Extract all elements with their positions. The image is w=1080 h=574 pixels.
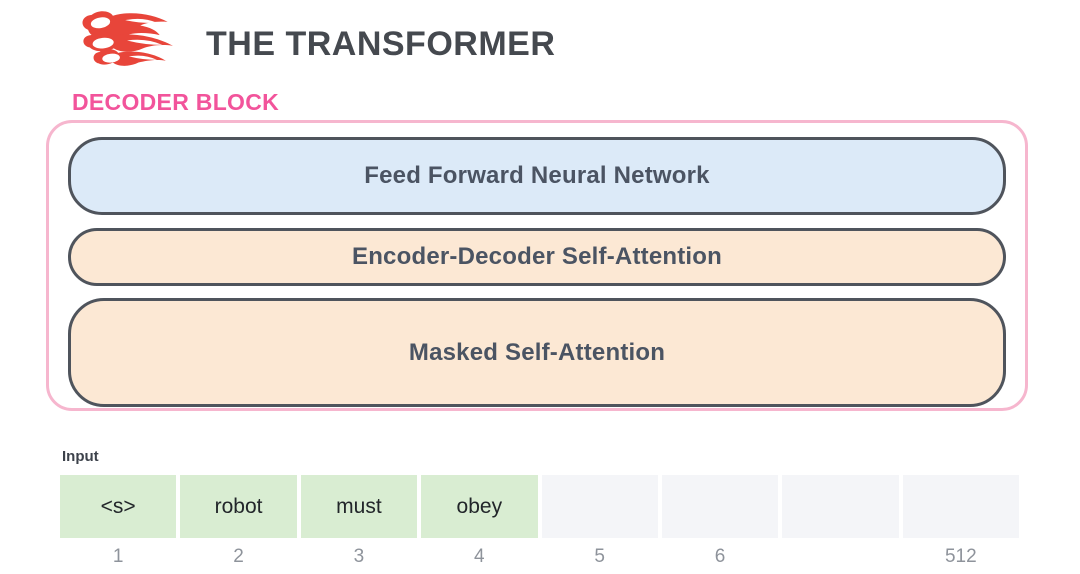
token-cell (782, 475, 899, 538)
position-label: 2 (233, 546, 244, 567)
token-cell: robot (180, 475, 297, 538)
page-title: THE TRANSFORMER (206, 24, 556, 63)
position-label: 5 (594, 546, 605, 567)
layer-masked-self-attention: Masked Self-Attention (68, 298, 1006, 407)
layer-masked-self-attention-label: Masked Self-Attention (408, 338, 666, 366)
token-cell: must (300, 475, 418, 538)
token-cell (541, 475, 658, 538)
token-cell: obey (421, 475, 538, 538)
position-label: 4 (474, 546, 485, 567)
position-label: 3 (353, 546, 365, 567)
decoder-block-label: DECODER BLOCK (72, 89, 280, 115)
token-position-row: 1 2 3 4 5 6 512 (60, 546, 1019, 568)
layer-encoder-decoder-attention: Encoder-Decoder Self-Attention (68, 228, 1006, 286)
flame-logo-icon (82, 11, 173, 66)
token-cell: <s> (60, 475, 177, 538)
position-label (782, 546, 898, 568)
input-label: Input (62, 448, 99, 465)
token-cell (902, 475, 1019, 538)
decoder-block-container: Feed Forward Neural Network Encoder-Deco… (46, 120, 1028, 411)
layer-encoder-decoder-attention-label: Encoder-Decoder Self-Attention (351, 243, 723, 270)
token-grid: <s> robot must obey (60, 475, 1019, 538)
token-cell (661, 475, 779, 538)
position-label: 1 (112, 546, 124, 567)
layer-feed-forward: Feed Forward Neural Network (68, 137, 1006, 215)
layer-feed-forward-label: Feed Forward Neural Network (364, 162, 710, 189)
position-label: 512 (944, 546, 977, 567)
position-label: 6 (714, 546, 726, 567)
header: THE TRANSFORMER (74, 0, 555, 88)
